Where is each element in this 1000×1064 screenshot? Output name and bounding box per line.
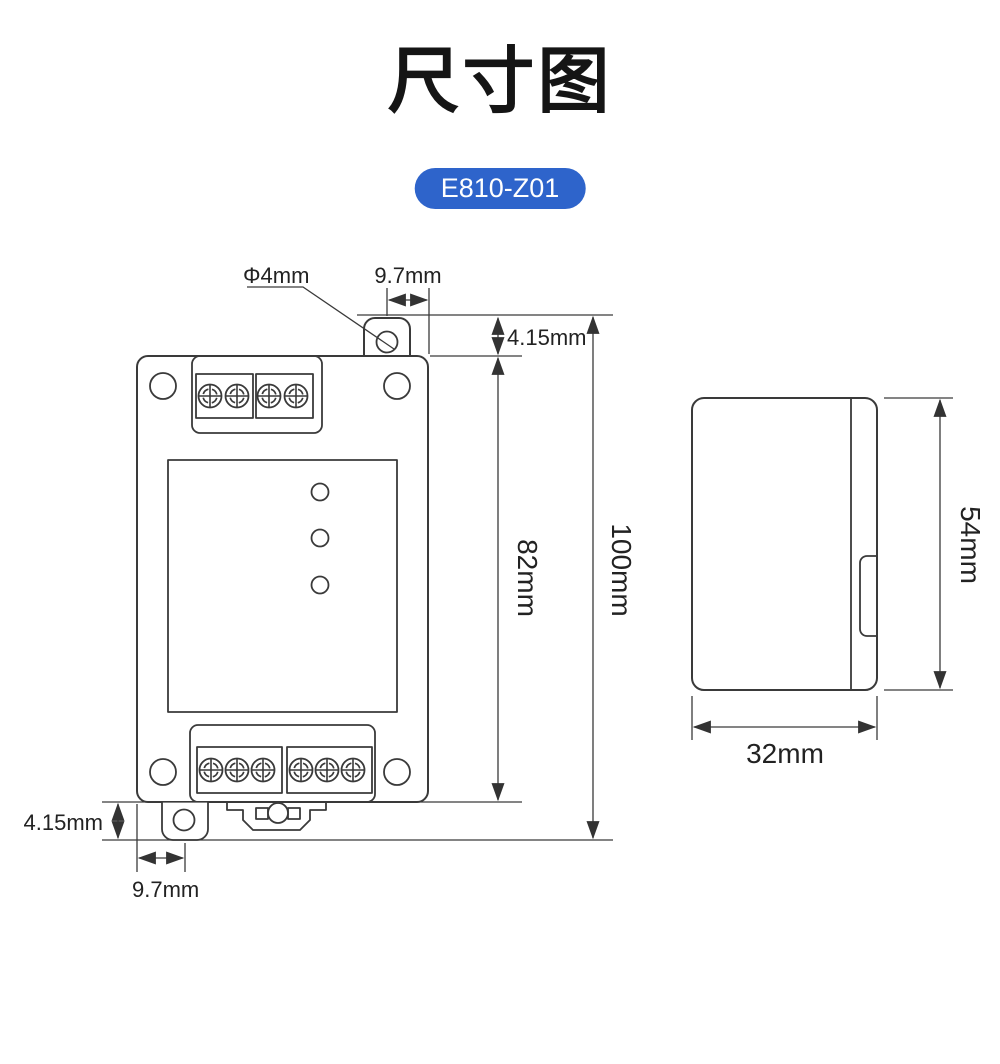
top-mounting-tab xyxy=(363,317,411,357)
front-view-dimensions: Φ4mm 9.7mm 4.15mm 82mm 100mm 4.15mm 9.7m… xyxy=(24,263,637,902)
led-indicators xyxy=(310,482,330,595)
dim-side-height-label: 54mm xyxy=(955,506,986,584)
dim-top-tab-offset-label: 9.7mm xyxy=(374,263,441,288)
model-badge: E810-Z01 xyxy=(414,168,586,209)
front-panel xyxy=(167,459,398,713)
side-view-drawing xyxy=(691,397,878,691)
hole-diameter-leader-line xyxy=(247,286,395,350)
dim-body-height-label: 82mm xyxy=(512,539,543,617)
dim-bottom-tab-offset-label: 9.7mm xyxy=(132,877,199,902)
device-body xyxy=(136,355,429,803)
front-view-drawing xyxy=(136,317,429,841)
dim-total-height-label: 100mm xyxy=(606,523,637,616)
corner-screw-holes xyxy=(149,372,411,786)
side-case xyxy=(691,397,878,691)
dim-hole-diameter-label: Φ4mm xyxy=(243,263,309,288)
page-title: 尺寸图 xyxy=(387,42,613,122)
din-rail-clip xyxy=(226,802,327,831)
dim-top-tab-height-label: 4.15mm xyxy=(507,325,586,350)
dim-side-depth-label: 32mm xyxy=(746,738,824,769)
top-mounting-hole xyxy=(375,330,399,354)
side-view-dimensions: 54mm 32mm xyxy=(691,397,986,769)
side-clip-slot xyxy=(859,555,877,637)
bottom-mounting-tab xyxy=(161,802,209,841)
bottom-mounting-hole xyxy=(172,808,196,832)
dim-bottom-tab-height-label: 4.15mm xyxy=(24,810,103,835)
top-terminal-block xyxy=(191,355,323,434)
